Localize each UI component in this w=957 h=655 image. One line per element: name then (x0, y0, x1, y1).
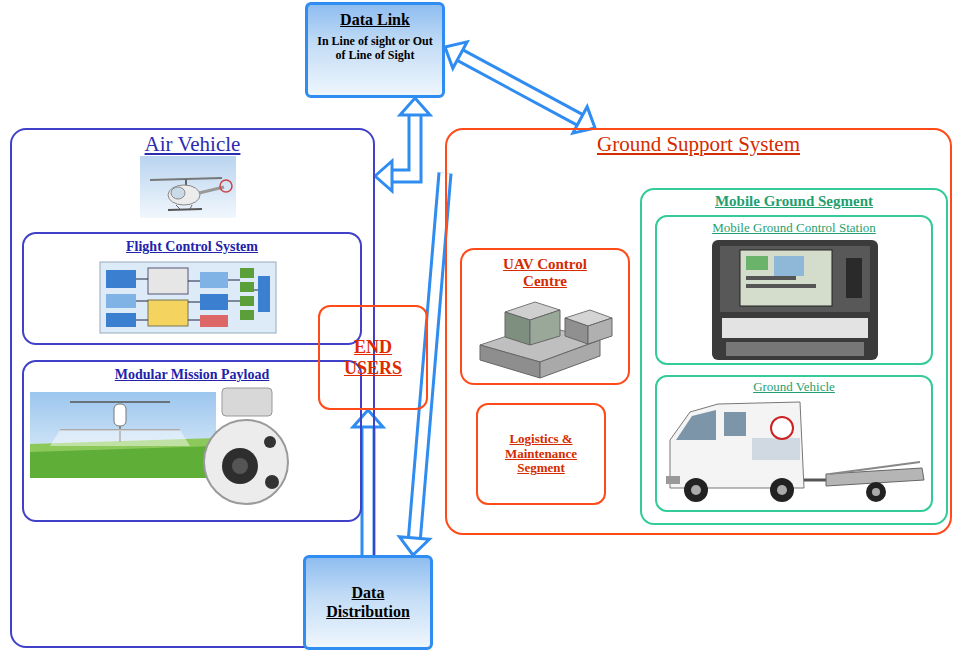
box-title: Flight Control System (24, 239, 360, 255)
box-title: UAV Control Centre (486, 256, 604, 291)
box-title: END USERS (324, 337, 422, 378)
arrow-fill (414, 173, 445, 540)
control-station-box: Mobile Ground Control Station (655, 215, 933, 365)
end-users-box: END USERS (318, 305, 428, 410)
logistics-box: Logistics & Maintenance Segment (476, 403, 606, 505)
arrow-fill (390, 113, 415, 176)
payload-box: Modular Mission Payload (22, 360, 362, 522)
flight-control-box: Flight Control System (22, 232, 362, 345)
box-title: Data Link (308, 11, 442, 29)
box-title: Mobile Ground Control Station (657, 221, 931, 236)
data-link-box: Data Link In Line of sight or Out of Line… (305, 2, 445, 98)
helicopter-picture (140, 156, 236, 218)
arrow-fill (458, 54, 582, 121)
arrow-head (445, 42, 467, 68)
box-title: Mobile Ground Segment (642, 193, 946, 210)
arrow-fill (364, 425, 373, 555)
box-title: Modular Mission Payload (24, 367, 360, 383)
mobile-segment-box: Mobile Ground SegmentMobile Ground Contr… (640, 188, 948, 525)
block-diagram-picture (100, 262, 276, 333)
box-title: Air Vehicle (12, 132, 373, 156)
hollow-arrow (399, 173, 445, 555)
data-distribution-box: Data Distribution (303, 555, 433, 650)
arrow-outline (458, 54, 582, 121)
hollow-arrow (445, 42, 595, 133)
box-body-text: In Line of sight or Out of Line of Sight (309, 35, 441, 63)
box-title: Data Distribution (309, 584, 427, 621)
ground-vehicle-box: Ground Vehicle (655, 375, 933, 512)
hollow-arrow (353, 410, 383, 555)
control-station-picture (712, 240, 878, 360)
control-centre-box: UAV Control Centre (460, 248, 630, 385)
arrow-outline (390, 113, 415, 176)
arrow-head (400, 98, 430, 115)
van-trailer-picture (666, 402, 924, 502)
camera-gimbal-picture (204, 388, 288, 504)
arrow-head (375, 161, 392, 191)
arrow-outline (414, 173, 445, 540)
crop-spraying-picture (30, 392, 216, 478)
box-title: Ground Support System (447, 132, 950, 156)
arrow-head (353, 410, 383, 427)
box-title: Logistics & Maintenance Segment (487, 432, 595, 477)
arrow-head (399, 537, 429, 555)
ground-support-box: Ground Support SystemUAV Control CentreL… (445, 128, 952, 535)
building-picture (480, 302, 612, 378)
box-title: Ground Vehicle (657, 380, 931, 395)
hollow-arrow (375, 98, 430, 191)
